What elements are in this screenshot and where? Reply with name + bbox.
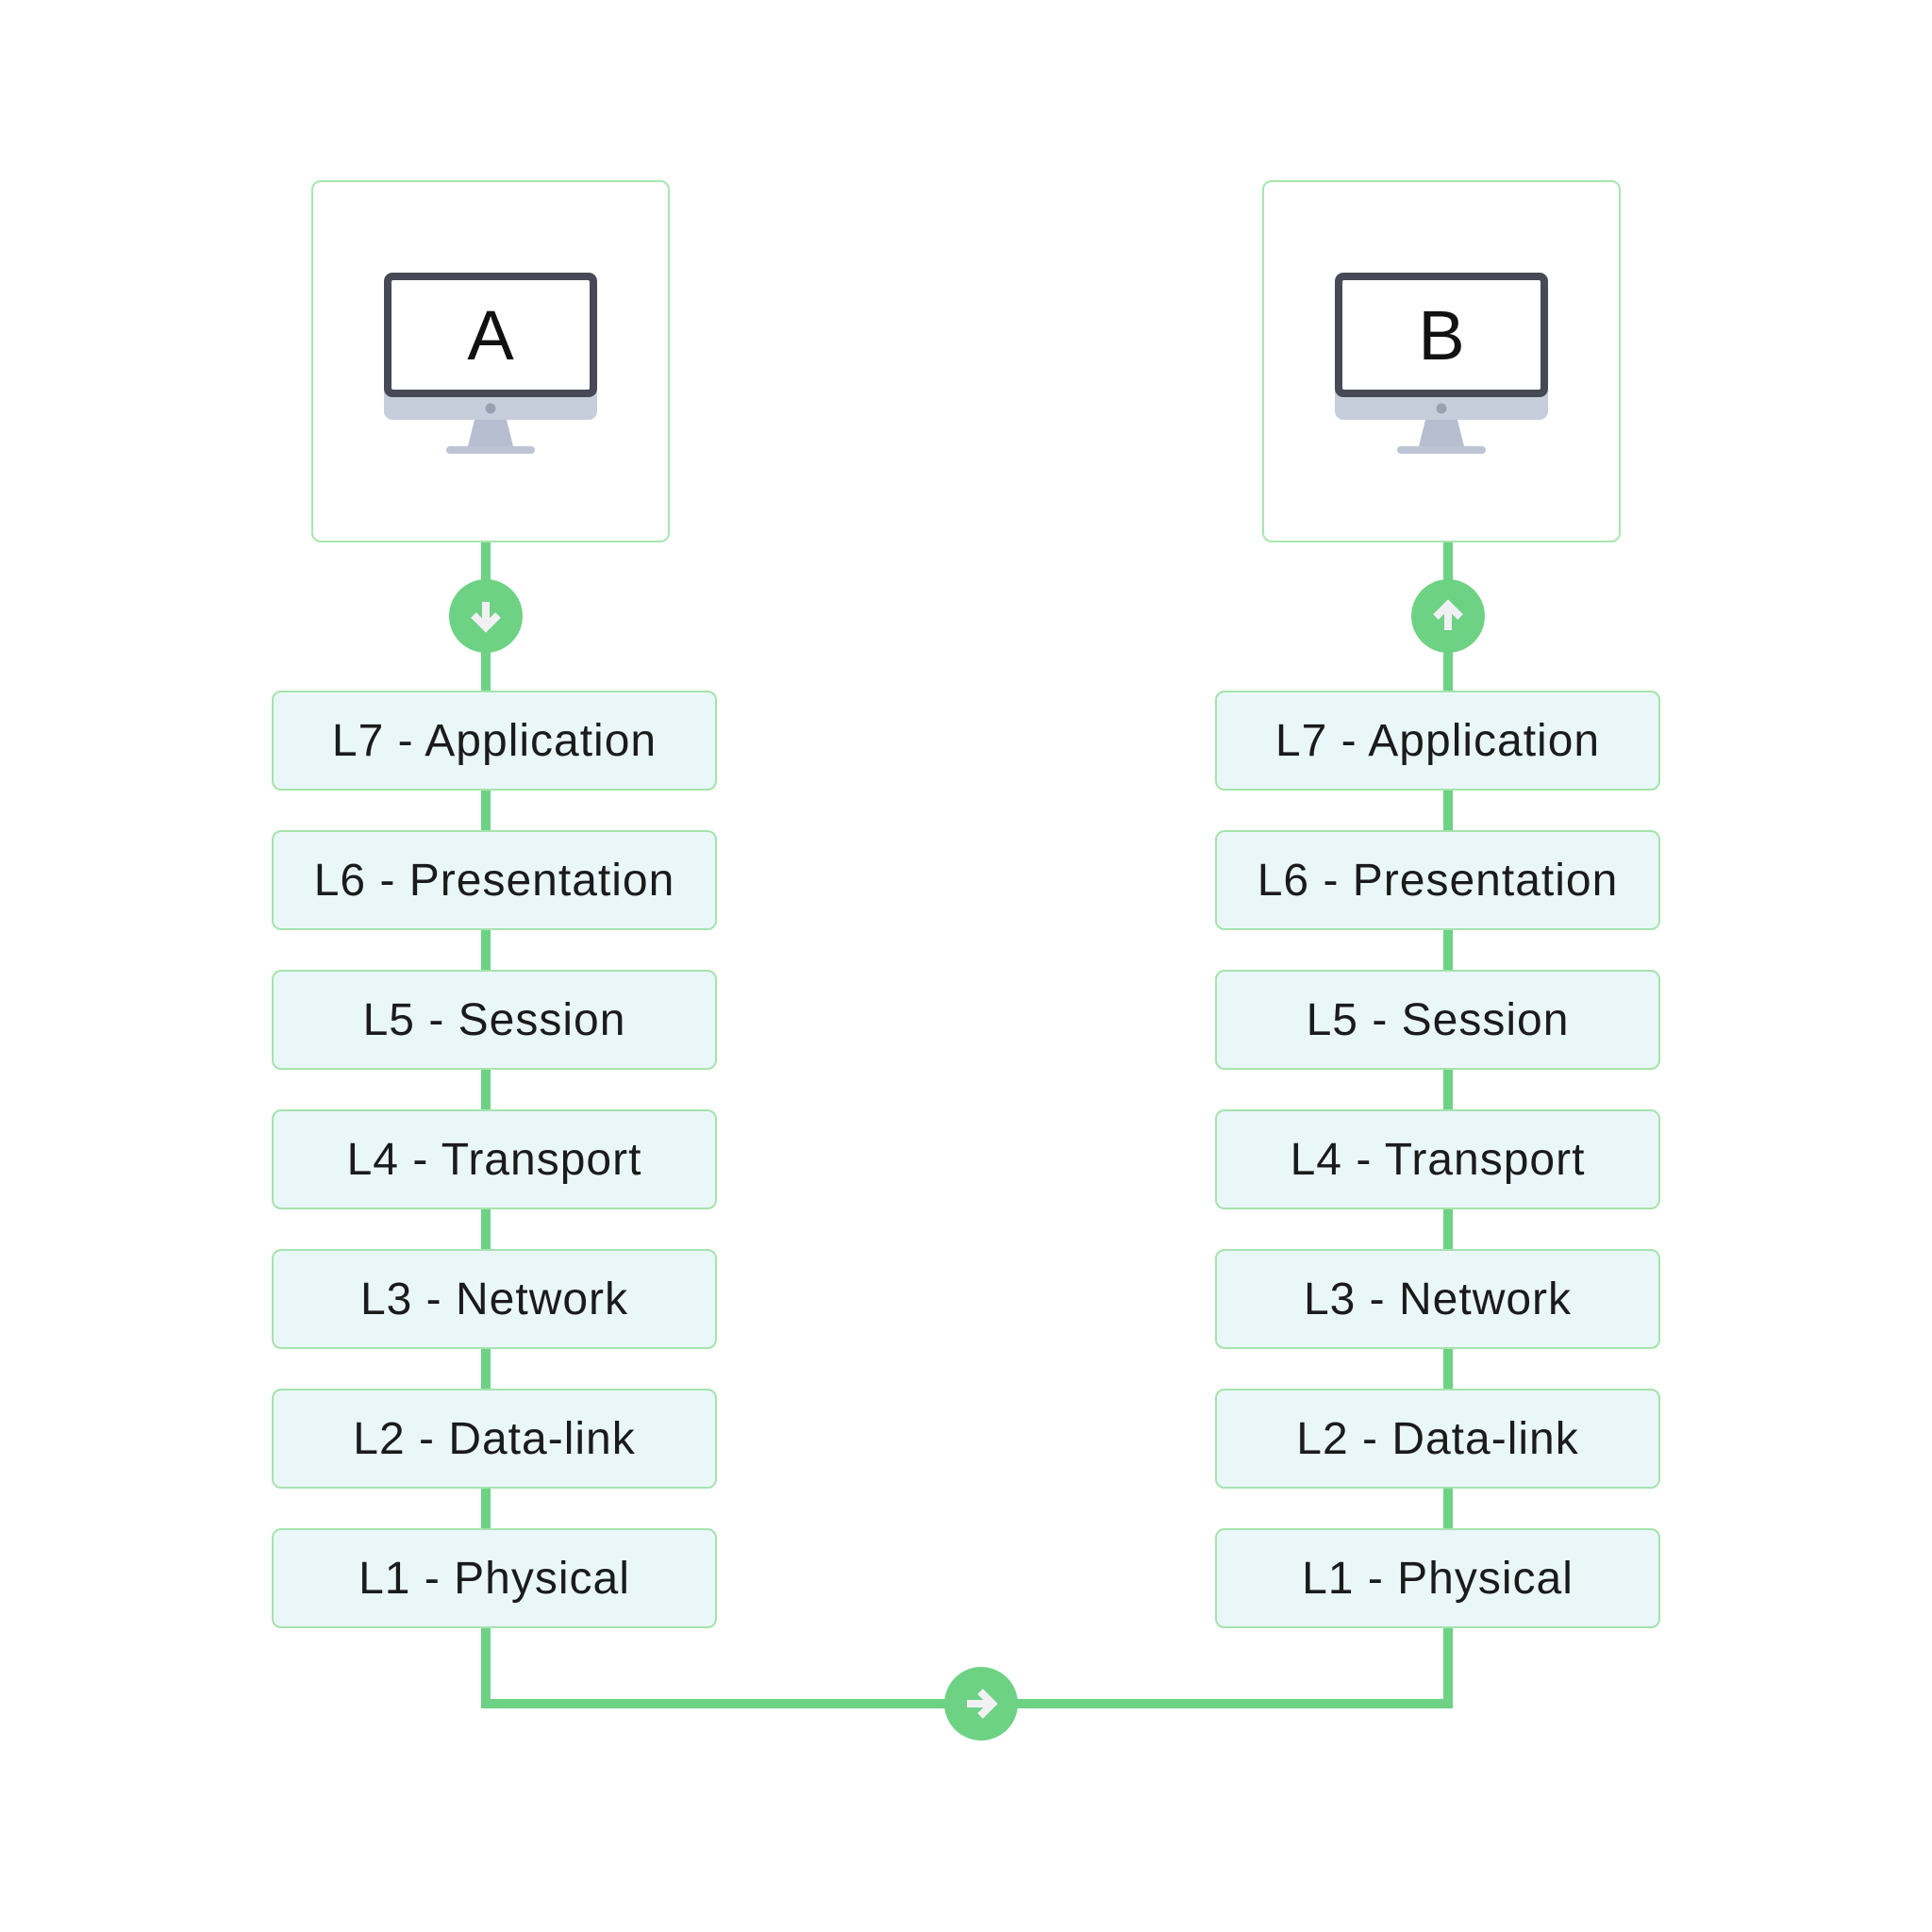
down-arrow-icon [449, 579, 523, 653]
layer-label: L1 - Physical [358, 1553, 630, 1604]
layer-label: L6 - Presentation [1257, 855, 1619, 906]
layer-box: L6 - Presentation [1215, 830, 1660, 930]
monitor-icon: A [384, 273, 597, 454]
layer-box: L1 - Physical [272, 1528, 717, 1628]
layer-box: L7 - Application [272, 691, 717, 791]
layer-box: L6 - Presentation [272, 830, 717, 930]
layer-label: L7 - Application [331, 715, 658, 766]
layer-label: L2 - Data-link [353, 1413, 636, 1464]
layer-box: L7 - Application [1215, 691, 1660, 791]
layer-label: L6 - Presentation [313, 855, 675, 906]
right-arrow-icon [944, 1667, 1018, 1740]
layer-label: L5 - Session [1306, 994, 1570, 1045]
host-b-label: B [1418, 296, 1464, 375]
layer-label: L3 - Network [1303, 1274, 1573, 1324]
host-b-card: B [1262, 180, 1621, 542]
layer-label: L1 - Physical [1302, 1553, 1574, 1604]
layer-box: L2 - Data-link [272, 1389, 717, 1489]
layer-box: L2 - Data-link [1215, 1389, 1660, 1489]
layer-label: L2 - Data-link [1296, 1413, 1579, 1464]
up-arrow-icon [1411, 579, 1485, 653]
host-a-label: A [467, 296, 514, 375]
layer-label: L4 - Transport [346, 1134, 642, 1185]
layer-label: L3 - Network [359, 1274, 629, 1324]
layer-box: L3 - Network [1215, 1249, 1660, 1349]
layer-box: L3 - Network [272, 1249, 717, 1349]
layer-box: L4 - Transport [272, 1109, 717, 1209]
layer-box: L4 - Transport [1215, 1109, 1660, 1209]
monitor-icon: B [1335, 273, 1548, 454]
layer-label: L5 - Session [362, 994, 626, 1045]
layer-box: L1 - Physical [1215, 1528, 1660, 1628]
layer-label: L4 - Transport [1290, 1134, 1586, 1185]
layer-box: L5 - Session [272, 970, 717, 1070]
layer-box: L5 - Session [1215, 970, 1660, 1070]
host-a-card: A [311, 180, 670, 542]
layer-label: L7 - Application [1274, 715, 1601, 766]
